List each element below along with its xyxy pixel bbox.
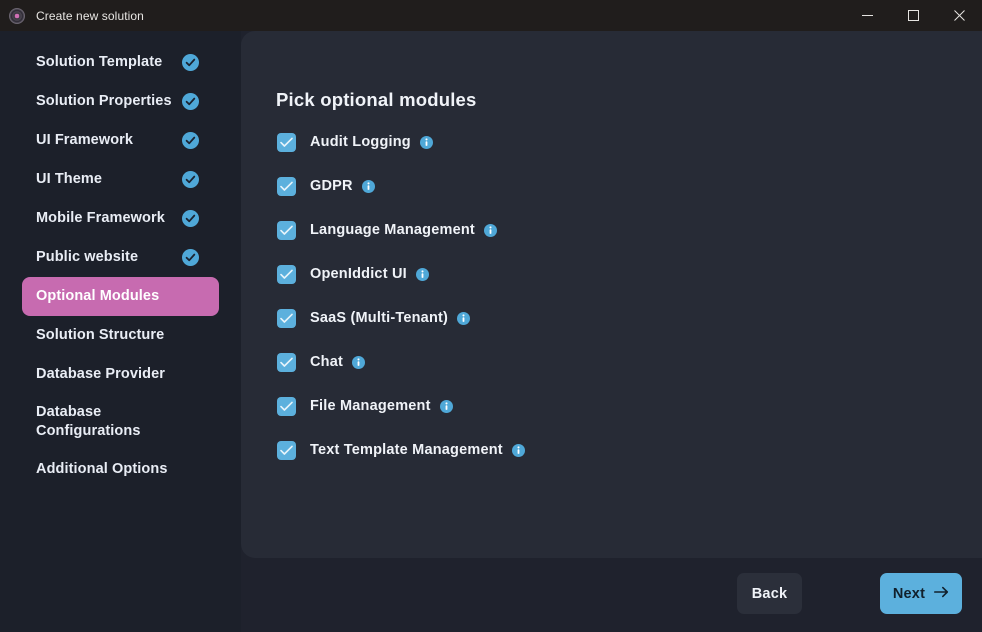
- sidebar-item-label: UI Framework: [36, 132, 134, 148]
- checkbox-chat[interactable]: [277, 352, 296, 372]
- info-icon[interactable]: [361, 179, 375, 193]
- module-label: File Management: [310, 398, 431, 414]
- checkbox-gdpr[interactable]: [277, 176, 296, 196]
- info-icon[interactable]: [415, 267, 429, 281]
- info-icon[interactable]: [439, 399, 453, 413]
- module-row-language-management[interactable]: Language Management: [277, 208, 962, 252]
- check-circle-icon: [182, 210, 199, 227]
- next-button-label: Next: [892, 585, 926, 602]
- optional-modules-list: Audit Logging GDPR Language Management: [277, 120, 962, 472]
- sidebar-item-additional-options[interactable]: Additional Options: [22, 450, 219, 489]
- sidebar-item-ui-theme[interactable]: UI Theme: [22, 160, 219, 199]
- sidebar-item-label: Optional Modules: [36, 288, 160, 304]
- check-circle-icon: [182, 132, 199, 149]
- close-icon[interactable]: [936, 0, 982, 31]
- wizard-footer: Back Next: [241, 558, 982, 632]
- sidebar-item-label: Solution Structure: [36, 327, 165, 343]
- check-circle-icon: [182, 249, 199, 266]
- info-icon[interactable]: [419, 135, 433, 149]
- back-button[interactable]: Back: [737, 573, 802, 614]
- window-titlebar: Create new solution: [0, 0, 982, 31]
- sidebar-item-optional-modules[interactable]: Optional Modules: [22, 277, 219, 316]
- next-button[interactable]: Next: [880, 573, 962, 614]
- module-row-file-management[interactable]: File Management: [277, 384, 962, 428]
- content-panel: Pick optional modules Audit Logging GDPR: [241, 31, 982, 558]
- module-label: Language Management: [310, 222, 475, 238]
- check-circle-icon: [182, 93, 199, 110]
- module-row-gdpr[interactable]: GDPR: [277, 164, 962, 208]
- module-label: Audit Logging: [310, 134, 411, 150]
- minimize-icon[interactable]: [844, 0, 890, 31]
- sidebar-item-mobile-framework[interactable]: Mobile Framework: [22, 199, 219, 238]
- check-circle-icon: [182, 54, 199, 71]
- info-icon[interactable]: [483, 223, 497, 237]
- sidebar-item-label: Solution Properties: [36, 93, 172, 109]
- maximize-icon[interactable]: [890, 0, 936, 31]
- sidebar-item-label: Public website: [36, 249, 139, 265]
- wizard-sidebar: Solution Template Solution Properties UI…: [0, 31, 241, 632]
- check-circle-icon: [182, 171, 199, 188]
- sidebar-item-label: UI Theme: [36, 171, 103, 187]
- module-row-saas-multi-tenant[interactable]: SaaS (Multi-Tenant): [277, 296, 962, 340]
- module-row-text-template-management[interactable]: Text Template Management: [277, 428, 962, 472]
- info-icon[interactable]: [457, 311, 471, 325]
- checkbox-file-management[interactable]: [277, 396, 296, 416]
- sidebar-item-label: Database Provider: [36, 366, 166, 382]
- checkbox-language-management[interactable]: [277, 220, 296, 240]
- info-icon[interactable]: [352, 355, 366, 369]
- sidebar-item-solution-template[interactable]: Solution Template: [22, 43, 219, 82]
- checkbox-audit-logging[interactable]: [277, 132, 296, 152]
- module-row-openiddict-ui[interactable]: OpenIddict UI: [277, 252, 962, 296]
- window-title: Create new solution: [36, 8, 144, 23]
- info-icon[interactable]: [511, 443, 525, 457]
- module-label: Chat: [310, 354, 344, 370]
- sidebar-item-label: Solution Template: [36, 54, 163, 70]
- abp-logo-icon: [9, 7, 25, 24]
- sidebar-item-label: Additional Options: [36, 461, 168, 477]
- sidebar-item-label: Mobile Framework: [36, 210, 165, 226]
- arrow-right-icon: [934, 586, 949, 602]
- page-title: Pick optional modules: [276, 89, 477, 110]
- window-controls: [844, 0, 982, 31]
- checkbox-saas-multi-tenant[interactable]: [277, 308, 296, 328]
- sidebar-item-solution-properties[interactable]: Solution Properties: [22, 82, 219, 121]
- sidebar-item-database-configurations[interactable]: Database Configurations: [22, 394, 219, 450]
- window-body: Solution Template Solution Properties UI…: [0, 31, 982, 632]
- module-label: OpenIddict UI: [310, 266, 407, 282]
- checkbox-text-template-management[interactable]: [277, 440, 296, 460]
- module-row-audit-logging[interactable]: Audit Logging: [277, 120, 962, 164]
- module-row-chat[interactable]: Chat: [277, 340, 962, 384]
- sidebar-item-public-website[interactable]: Public website: [22, 238, 219, 277]
- sidebar-item-database-provider[interactable]: Database Provider: [22, 355, 219, 394]
- module-label: SaaS (Multi-Tenant): [310, 310, 449, 326]
- module-label: GDPR: [310, 178, 353, 194]
- sidebar-item-label: Database Configurations: [36, 404, 141, 439]
- module-label: Text Template Management: [310, 442, 503, 458]
- sidebar-item-ui-framework[interactable]: UI Framework: [22, 121, 219, 160]
- checkbox-openiddict-ui[interactable]: [277, 264, 296, 284]
- sidebar-item-solution-structure[interactable]: Solution Structure: [22, 316, 219, 355]
